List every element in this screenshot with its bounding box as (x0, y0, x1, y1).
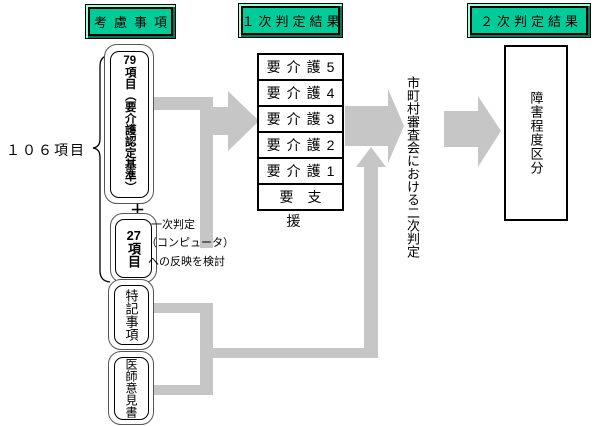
header-consideration-items: 考慮事項 (85, 4, 176, 39)
box-27-number: 27 (126, 228, 141, 242)
secondary-judgment-label: 市町村審査会における二次判定 (405, 76, 420, 258)
note-primary-judgment: 一次判定 (151, 219, 195, 231)
care-level-support: 要支援 (257, 183, 344, 229)
total-items-label: １０６項目 (6, 142, 86, 158)
long-bar-sources (200, 348, 377, 358)
box-27-items: 27項目 (110, 213, 157, 283)
note-reflection: への反映を検討 (148, 256, 225, 268)
box-79-items-inner: 79項目（要介護認定基準） (109, 50, 149, 198)
note-computer: （コンピュータ） (146, 237, 234, 249)
box-79-items-text: 79項目（要介護認定基準） (123, 55, 137, 194)
disability-level-text: 障害程度区分 (528, 91, 544, 175)
bar-from-tokki-box (148, 303, 213, 313)
care-level-2: 要介護2 (257, 131, 344, 159)
care-level-1: 要介護1 (257, 157, 344, 185)
box-doctor-opinion-text: 医師意見書 (124, 358, 138, 418)
bar-from-79-box (146, 97, 213, 110)
box-27-items-inner: 27項目 (115, 218, 152, 278)
box-doctor-opinion-inner: 医師意見書 (113, 356, 149, 420)
care-level-5: 要介護5 (257, 53, 344, 81)
header-secondary-label: ２次判定結果 (479, 14, 582, 29)
box-27-items-text: 27項目 (126, 228, 141, 268)
arrow-secondary-to-result (444, 96, 501, 167)
box-79-items: 79項目（要介護認定基準） (104, 44, 154, 204)
bar-from-ishi-box (148, 385, 213, 395)
care-level-4: 要介護4 (257, 79, 344, 107)
brace-106-items (92, 54, 111, 283)
disability-level-box: 障害程度区分 (504, 45, 568, 221)
header-primary-label: １次判定結果 (241, 14, 344, 29)
box-special-notes-text: 特記事項 (123, 288, 139, 341)
header-consideration-label: 考慮事項 (93, 15, 174, 30)
box-doctor-opinion: 医師意見書 (108, 351, 154, 425)
box-79-number: 79 (123, 55, 137, 67)
box-special-notes-inner: 特記事項 (113, 284, 149, 345)
care-level-3: 要介護3 (257, 105, 344, 133)
box-79-body: 項目（要介護認定基準） (123, 66, 136, 194)
care-level-stack: 要介護5 要介護4 要介護3 要介護2 要介護1 要支援 (257, 53, 344, 229)
box-27-body: 項目 (126, 241, 141, 268)
header-primary-result: １次判定結果 (238, 3, 343, 38)
header-secondary-result: ２次判定結果 (467, 3, 591, 38)
arrow-into-care-stack (200, 91, 259, 151)
arrow-up-from-sources (356, 147, 386, 358)
arrow-stack-to-secondary (345, 89, 404, 163)
box-special-notes: 特記事項 (108, 279, 154, 350)
